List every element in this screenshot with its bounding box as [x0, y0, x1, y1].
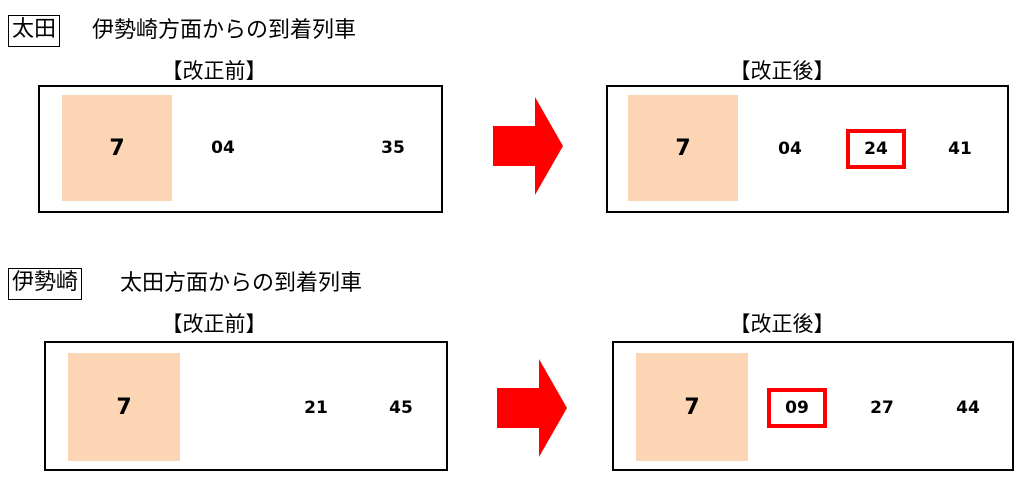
after-label: 【改正後】 — [729, 312, 835, 336]
minute-cell: 35 — [381, 138, 405, 158]
station-name-isesaki: 伊勢崎 — [8, 268, 83, 300]
right-arrow-icon — [497, 359, 567, 457]
minute-cell: 04 — [211, 138, 235, 158]
minute-cell: 21 — [304, 398, 328, 418]
hour-cell: 7 — [68, 353, 180, 461]
before-label: 【改正前】 — [161, 312, 267, 336]
section-heading: 太田方面からの到着列車 — [120, 271, 363, 296]
changed-minute-cell: 09 — [767, 388, 827, 428]
timetable-before-panel: 7 21 45 — [44, 341, 448, 471]
hour-cell: 7 — [636, 353, 748, 461]
timetable-before-panel: 7 04 35 — [38, 85, 443, 213]
minute-cell: 45 — [389, 398, 413, 418]
section-heading: 伊勢崎方面からの到着列車 — [92, 18, 357, 43]
minute-cell: 44 — [956, 398, 980, 418]
after-label: 【改正後】 — [729, 59, 835, 83]
station-name-ota: 太田 — [8, 15, 61, 47]
minute-cell: 04 — [778, 139, 802, 159]
right-arrow-icon — [493, 97, 563, 195]
timetable-after-panel: 7 04 24 41 — [606, 85, 1009, 213]
hour-cell: 7 — [62, 95, 172, 201]
before-label: 【改正前】 — [161, 59, 267, 83]
hour-cell: 7 — [628, 95, 738, 201]
changed-minute-cell: 24 — [846, 129, 906, 169]
minute-cell: 27 — [870, 398, 894, 418]
timetable-after-panel: 7 09 27 44 — [612, 341, 1014, 471]
minute-cell: 41 — [948, 139, 972, 159]
